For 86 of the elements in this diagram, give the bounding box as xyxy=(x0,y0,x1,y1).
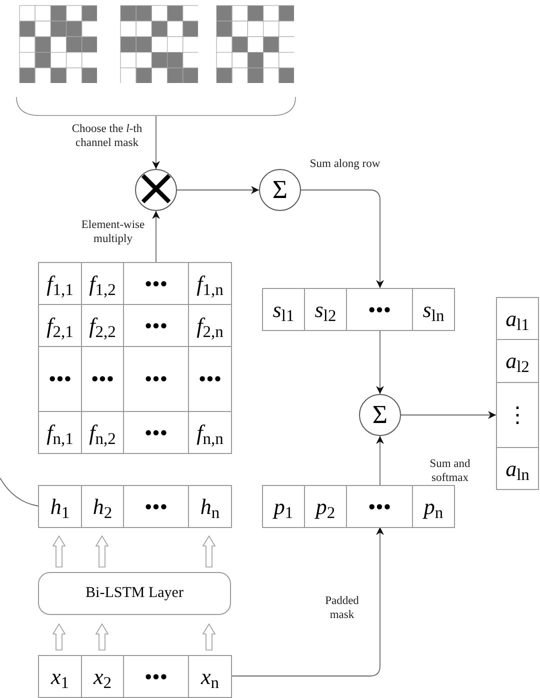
math-symbol: x$_{n}$ xyxy=(200,666,219,688)
matrix-cell xyxy=(188,655,232,698)
mask-grid xyxy=(216,5,294,83)
matrix-cell xyxy=(304,485,347,528)
operator-symbol: Σ xyxy=(272,177,288,203)
matrix-cell xyxy=(262,288,305,331)
math-symbol: x$_{1}$ xyxy=(50,666,69,688)
brace xyxy=(16,97,296,116)
hollow-arrow xyxy=(52,535,66,568)
matrix-cell xyxy=(496,382,539,448)
hollow-arrow xyxy=(202,623,216,650)
math-symbol: a$_{l1}$ xyxy=(506,308,530,330)
matrix-cell xyxy=(496,297,539,340)
matrix-cell xyxy=(123,485,189,528)
math-symbol: ••• xyxy=(144,666,168,688)
math-symbol: ••• xyxy=(48,368,72,390)
math-symbol: ••• xyxy=(368,496,392,518)
operator-symbol: Σ xyxy=(372,402,388,428)
matrix-cell xyxy=(304,288,347,331)
matrix-cell xyxy=(123,655,189,698)
matrix-cell xyxy=(188,411,232,454)
layer-box xyxy=(38,572,231,615)
matrix-cell xyxy=(346,485,413,528)
arrow xyxy=(400,411,496,419)
math-symbol: ••• xyxy=(368,298,392,320)
arrow xyxy=(230,526,384,676)
matrix-cell xyxy=(38,485,82,528)
vector-row xyxy=(262,485,454,527)
matrix-cell xyxy=(81,655,124,698)
vector-row xyxy=(262,288,454,330)
math-symbol: p$_{1}$ xyxy=(274,496,294,518)
edge-label: Element-wise multiply xyxy=(80,218,146,246)
matrix-cell xyxy=(496,339,539,383)
math-symbol: p$_{2}$ xyxy=(316,496,336,518)
matrix-cell xyxy=(262,485,305,528)
mask-grid xyxy=(19,5,97,83)
matrix-cell xyxy=(412,485,455,528)
math-symbol: s$_{ln}$ xyxy=(422,298,444,320)
math-symbol: x$_{2}$ xyxy=(93,666,112,688)
arrow xyxy=(376,330,384,394)
matrix-cell xyxy=(38,262,82,305)
math-symbol: a$_{l2}$ xyxy=(506,350,530,372)
math-symbol: h$_{n}$ xyxy=(200,496,220,518)
matrix-cell xyxy=(412,288,455,331)
vector-row xyxy=(496,297,538,489)
math-symbol: s$_{l1}$ xyxy=(272,298,294,320)
matrix-cell xyxy=(188,262,232,305)
matrix-cell xyxy=(496,447,539,490)
math-symbol: ••• xyxy=(144,368,168,390)
mask-grid xyxy=(120,5,198,83)
math-symbol: a$_{ln}$ xyxy=(506,458,530,480)
arrow xyxy=(152,116,160,170)
math-symbol: ••• xyxy=(90,368,114,390)
hollow-arrow xyxy=(95,623,109,650)
connector-line xyxy=(0,478,38,506)
arrow xyxy=(376,436,384,486)
matrix-cell xyxy=(81,485,124,528)
arrow xyxy=(300,190,384,288)
vector-row xyxy=(38,655,231,697)
matrix-cell xyxy=(346,288,413,331)
layer-label: Bi-LSTM Layer xyxy=(86,584,184,604)
matrix-cell xyxy=(188,485,232,528)
edge-label: Padded mask xyxy=(324,594,360,622)
matrix-cell xyxy=(38,411,82,454)
math-symbol: ••• xyxy=(198,368,222,390)
arrow xyxy=(152,210,160,262)
math-symbol: h$_{2}$ xyxy=(92,496,112,518)
edge-label: Choose the l-th channel mask xyxy=(70,122,144,150)
math-symbol: ••• xyxy=(144,314,168,336)
edge-label: Sum and softmax xyxy=(428,457,472,485)
hollow-arrow xyxy=(202,535,216,568)
math-symbol: ••• xyxy=(144,422,168,444)
hollow-arrow xyxy=(52,623,66,650)
feature-matrix xyxy=(38,262,231,453)
math-symbol: s$_{l2}$ xyxy=(314,298,336,320)
matrix-cell xyxy=(38,655,82,698)
math-symbol: ••• xyxy=(144,496,168,518)
math-symbol: ⋮ xyxy=(506,404,528,426)
math-symbol: ••• xyxy=(144,272,168,294)
math-symbol: h$_{1}$ xyxy=(50,496,70,518)
arrow xyxy=(176,186,260,194)
hollow-arrow xyxy=(95,535,109,568)
operator-symbol: × xyxy=(134,162,178,214)
vector-row xyxy=(38,485,231,527)
edge-label: Sum along row xyxy=(308,157,382,171)
math-symbol: p$_{n}$ xyxy=(424,496,444,518)
